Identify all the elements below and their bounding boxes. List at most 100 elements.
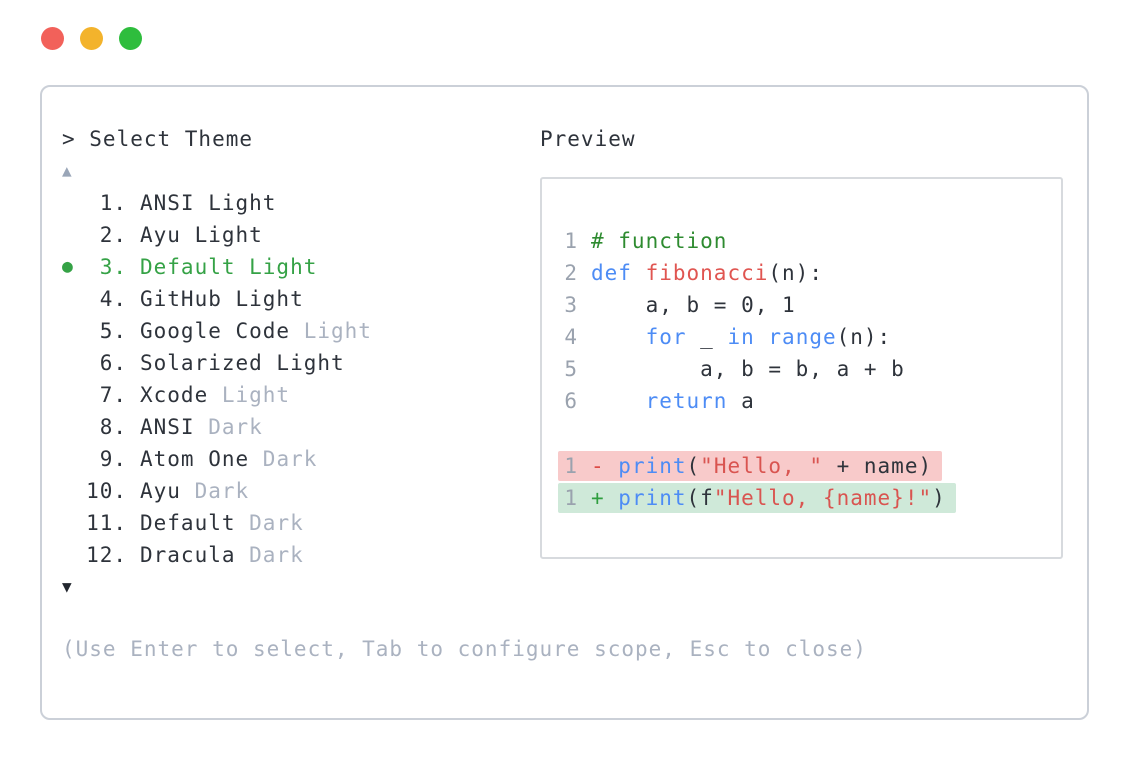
code-token-function: fibonacci <box>645 261 769 285</box>
code-token-plain: a, b = 0, 1 <box>591 293 796 317</box>
code-token-plain: + name) <box>822 454 933 478</box>
theme-variant-label: Dark <box>194 415 263 439</box>
theme-list-item[interactable]: ● 3. Default Light <box>62 251 522 283</box>
code-token-plain: ) <box>932 486 946 510</box>
theme-name: ANSI Light <box>140 191 277 215</box>
theme-list-item[interactable]: 12. Dracula Dark <box>62 539 522 571</box>
theme-number: 6. <box>99 351 127 375</box>
help-text: (Use Enter to select, Tab to configure s… <box>62 637 867 661</box>
line-number: 1 <box>564 229 578 253</box>
theme-number: 5. <box>99 319 127 343</box>
theme-list-item[interactable]: 9. Atom One Dark <box>62 443 522 475</box>
diff-highlight-removed: 1- print("Hello, " + name) <box>558 451 943 481</box>
theme-variant-label: Dark <box>180 479 250 503</box>
theme-name: Atom One <box>140 447 250 471</box>
code-token-keyword: range <box>768 325 837 349</box>
line-number: 1 <box>564 454 578 478</box>
theme-variant-label: Light <box>208 383 291 407</box>
theme-name: Ayu Light <box>140 223 263 247</box>
code-token-plain: a <box>727 389 755 413</box>
code-token-keyword: in <box>727 325 755 349</box>
code-line: 2 def fibonacci(n): <box>564 257 1061 289</box>
theme-name: Google Code <box>140 319 291 343</box>
code-token-keyword: print <box>618 454 687 478</box>
code-line: 4 for _ in range(n): <box>564 321 1061 353</box>
theme-number: 12. <box>86 543 127 567</box>
diff-highlight-added: 1+ print(f"Hello, {name}!") <box>558 483 956 513</box>
code-line: 3 a, b = 0, 1 <box>564 289 1061 321</box>
theme-list-item[interactable]: 4. GitHub Light <box>62 283 522 315</box>
diff-marker-added: + <box>591 486 619 510</box>
theme-list-item[interactable]: 6. Solarized Light <box>62 347 522 379</box>
theme-number: 10. <box>86 479 127 503</box>
theme-name: ANSI <box>140 415 195 439</box>
theme-number: 7. <box>99 383 127 407</box>
theme-number: 4. <box>99 287 127 311</box>
diff-marker-removed: - <box>591 454 619 478</box>
code-token-plain <box>632 261 646 285</box>
code-token-plain <box>591 325 646 349</box>
theme-number: 9. <box>99 447 127 471</box>
code-token-plain <box>591 389 646 413</box>
code-token-keyword: return <box>645 389 728 413</box>
theme-list-item[interactable]: 2. Ayu Light <box>62 219 522 251</box>
code-token-plain: (n): <box>836 325 892 349</box>
code-token-plain: _ <box>686 325 728 349</box>
code-blank-line <box>564 417 1061 449</box>
diff-line-added: 1+ print(f"Hello, {name}!") <box>558 481 1061 513</box>
theme-number: 2. <box>99 223 127 247</box>
code-line: 5 a, b = b, a + b <box>564 353 1061 385</box>
line-number: 4 <box>564 325 578 349</box>
minimize-button[interactable] <box>80 27 103 50</box>
theme-variant-label: Dark <box>235 511 304 535</box>
theme-variant-label: Dark <box>249 447 318 471</box>
theme-list: 1. ANSI Light 2. Ayu Light ● 3. Default Light 4… <box>62 187 522 571</box>
theme-name: GitHub Light <box>140 287 304 311</box>
theme-variant-label: Dark <box>235 543 304 567</box>
selected-theme-dot: ● <box>62 256 74 277</box>
theme-number: 3. <box>99 255 127 279</box>
scroll-down-icon[interactable]: ▼ <box>62 577 73 596</box>
code-token-keyword: def <box>591 261 632 285</box>
close-button[interactable] <box>41 27 64 50</box>
zoom-button[interactable] <box>119 27 142 50</box>
theme-number: 1. <box>99 191 127 215</box>
code-token-plain: (n): <box>768 261 823 285</box>
theme-name: Default <box>140 511 236 535</box>
line-number: 5 <box>564 357 578 381</box>
code-token-string: "Hello, {name}!" <box>713 486 933 510</box>
theme-number: 11. <box>86 511 127 535</box>
theme-name: Xcode <box>140 383 209 407</box>
code-token-keyword: for <box>645 325 687 349</box>
theme-name: Dracula <box>140 543 236 567</box>
theme-list-item[interactable]: 10. Ayu Dark <box>62 475 522 507</box>
code-token-keyword: print <box>618 486 687 510</box>
line-number: 1 <box>564 486 578 510</box>
code-token-plain: a, b = b, a + b <box>591 357 905 381</box>
theme-list-item[interactable]: 8.ANSI Dark <box>62 411 522 443</box>
theme-list-item[interactable]: 11. Default Dark <box>62 507 522 539</box>
diff-line-removed: 1- print("Hello, " + name) <box>558 449 1061 481</box>
preview-title: Preview <box>540 127 636 151</box>
theme-name: Solarized Light <box>140 351 345 375</box>
code-token-plain <box>755 325 769 349</box>
code-token-comment: # function <box>591 229 728 253</box>
theme-name: Ayu <box>140 479 181 503</box>
scroll-up-icon[interactable]: ▲ <box>62 161 73 180</box>
theme-list-item[interactable]: 5. Google Code Light <box>62 315 522 347</box>
line-number: 2 <box>564 261 578 285</box>
line-number: 6 <box>564 389 578 413</box>
code-token-string: "Hello, " <box>700 454 823 478</box>
code-token-plain: ( <box>686 454 701 478</box>
theme-variant-label: Light <box>290 319 372 343</box>
line-number: 3 <box>564 293 578 317</box>
theme-list-item[interactable]: 1. ANSI Light <box>62 187 522 219</box>
theme-name: Default Light <box>140 255 318 279</box>
theme-list-item[interactable]: 7. Xcode Light <box>62 379 522 411</box>
window-controls <box>41 27 142 50</box>
